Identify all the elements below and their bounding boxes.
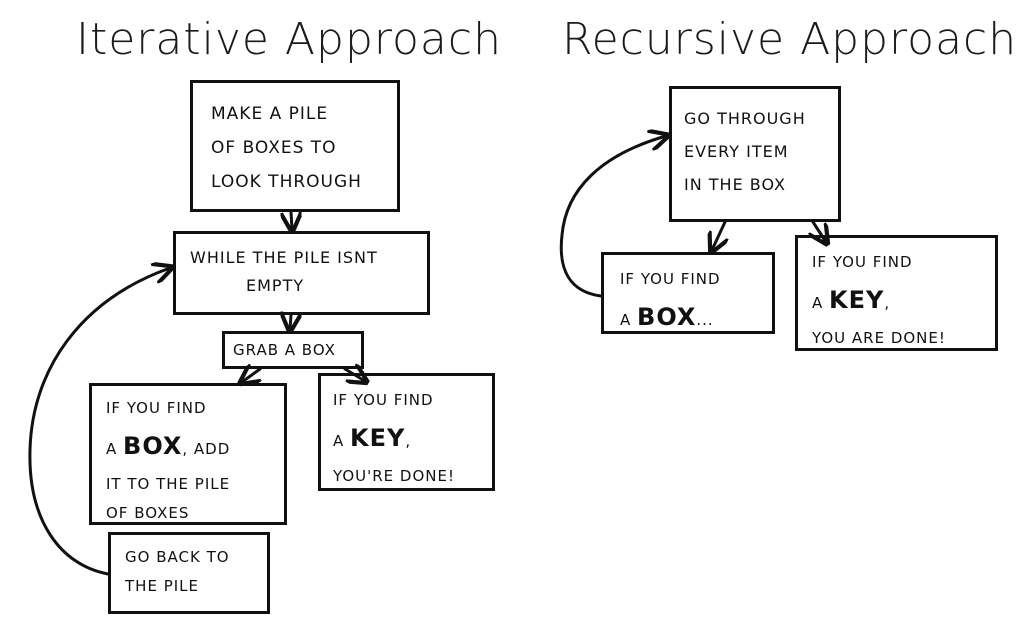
go-back-line-1: GO BACK TO [125,548,230,566]
arrow-make-to-while [291,210,292,229]
box-emphasis: BOX [123,432,183,461]
rec-find-box-line-1: IF YOU FIND [620,270,721,288]
go-through-line-3: IN THE BOX [684,174,786,194]
iter-find-key-line-3: YOU'RE DONE! [333,467,455,486]
arrow-while-to-grab [290,315,291,329]
rec-find-key-line-1: IF YOU FIND [812,253,913,271]
iter-find-box-line-1: IF YOU FIND [106,399,207,417]
iter-find-key-line-1: IF YOU FIND [333,391,434,409]
go-back-line-2: THE PILE [125,577,199,596]
rec-find-box-line-2: A BOX... [620,303,714,332]
arrow-grab-to-findkey [343,369,365,381]
arrow-through-to-findbox [712,220,725,250]
go-through-line-1: GO THROUGH [684,109,806,128]
rec-find-key-line-3: YOU ARE DONE! [812,329,946,348]
go-through-line-2: EVERY ITEM [684,141,789,161]
arrow-through-to-findkey [813,220,826,242]
rec-key-emphasis: KEY [829,286,885,315]
recursive-title: Recursive Approach [562,14,1018,65]
rec-find-key-box: IF YOU FIND A KEY, YOU ARE DONE! [795,235,998,351]
rec-find-key-line-2: A KEY, [812,286,891,315]
go-back-box: GO BACK TO THE PILE [108,532,270,614]
iter-find-key-line-2: A KEY, [333,424,412,453]
make-pile-line-2: OF BOXES TO [211,138,337,158]
grab-box-label: GRAB A BOX [233,341,336,359]
make-pile-line-1: MAKE A PILE [211,104,329,124]
make-pile-line-3: LOOK THROUGH [211,172,362,192]
iter-find-key-box: IF YOU FIND A KEY, YOU'RE DONE! [318,373,495,491]
arrow-rec-loop [559,136,666,298]
go-through-box: GO THROUGH EVERY ITEM IN THE BOX [669,86,841,222]
arrow-goback-loop [28,268,170,576]
make-pile-box: MAKE A PILE OF BOXES TO LOOK THROUGH [190,80,400,212]
iterative-title: Iterative Approach [76,14,502,65]
arrow-grab-to-findbox [242,369,260,382]
iter-find-box-line-4: OF BOXES [106,504,190,523]
while-pile-line-2: EMPTY [246,276,305,295]
while-pile-box: WHILE THE PILE ISNT EMPTY [173,231,430,315]
iter-find-box-line-2: A BOX, ADD [106,432,231,461]
key-emphasis: KEY [350,424,406,453]
while-pile-line-1: WHILE THE PILE ISNT [190,248,378,267]
iter-find-box-line-3: IT TO THE PILE [106,475,231,494]
rec-find-box-box: IF YOU FIND A BOX... [601,252,775,334]
rec-box-emphasis: BOX [637,303,697,332]
iter-find-box-box: IF YOU FIND A BOX, ADD IT TO THE PILE OF… [89,383,287,525]
